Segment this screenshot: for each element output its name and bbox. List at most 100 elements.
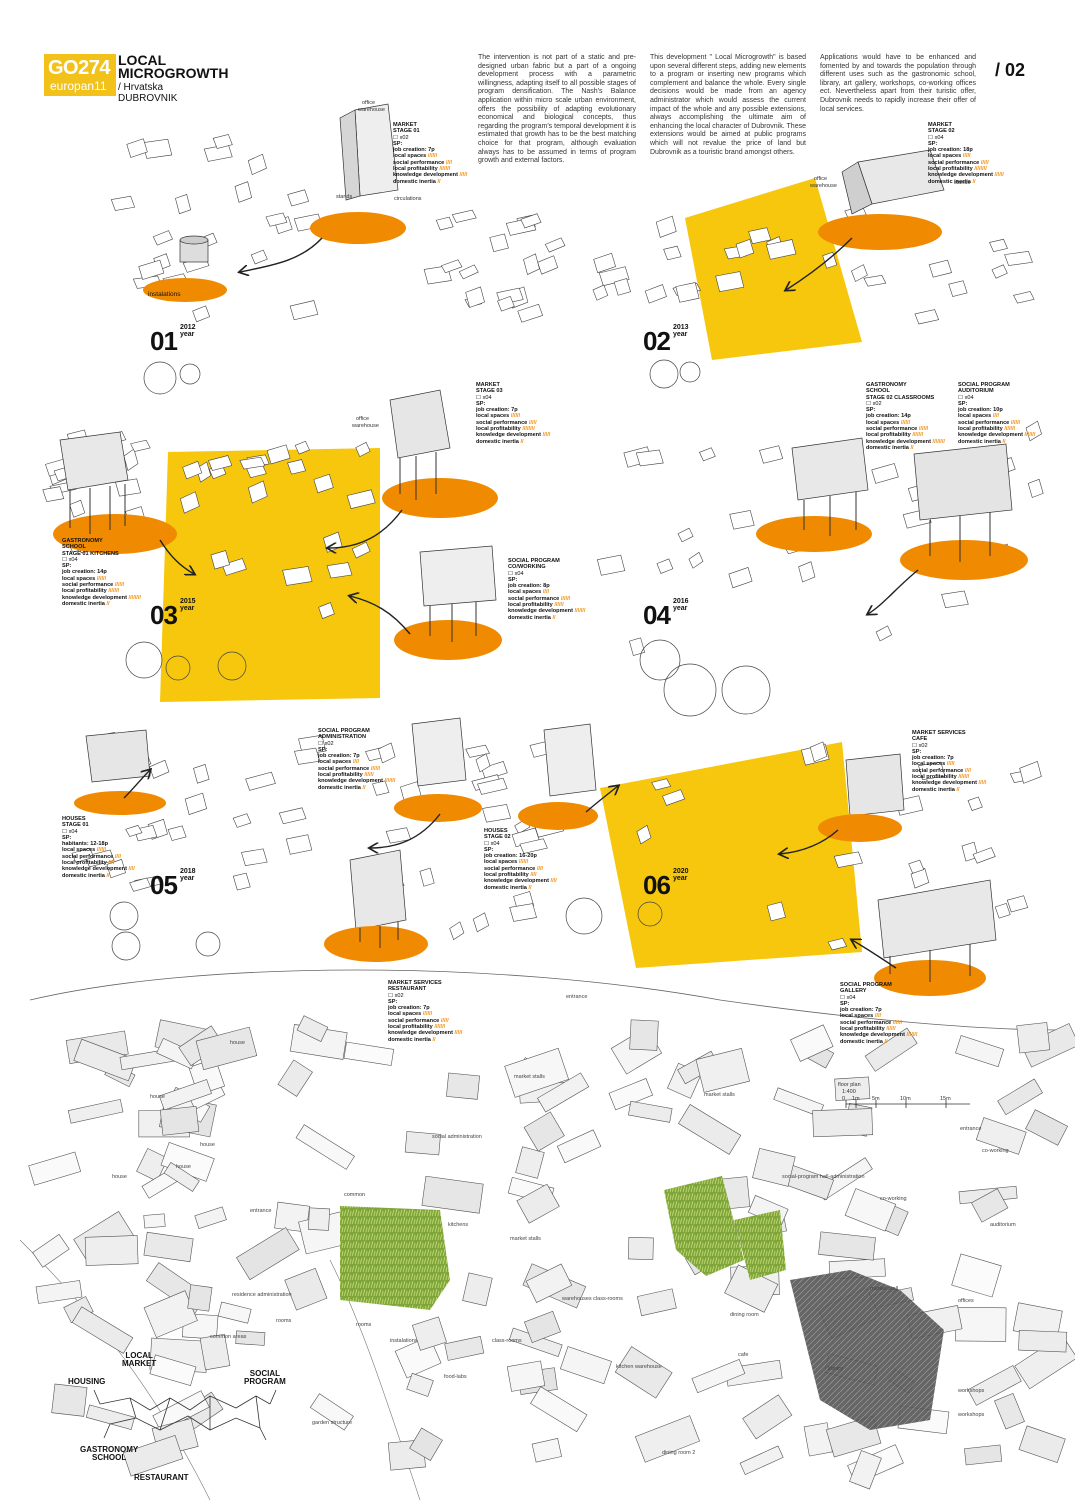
context-block [184, 792, 208, 815]
context-block [1004, 250, 1033, 266]
context-block [326, 562, 353, 579]
context-block [809, 741, 828, 763]
legend-title: AUDITORIUM [958, 388, 994, 395]
context-block [287, 189, 310, 207]
plan-block [308, 1207, 331, 1231]
legend-sp: SP: [476, 400, 486, 407]
svg-text:1m: 1m [852, 1096, 860, 1102]
context-block [715, 271, 745, 292]
legend-title: CO/WORKING [508, 564, 546, 571]
svg-text:0: 0 [842, 1096, 845, 1102]
context-block [914, 309, 940, 325]
legend-title: MARKET [393, 122, 417, 128]
stage-06-site [600, 742, 862, 968]
plan-label: kitchens [448, 1222, 468, 1228]
context-block [748, 227, 772, 245]
plan-block [951, 1253, 1002, 1298]
context-block [688, 551, 704, 569]
plan-label: cafe [738, 1352, 748, 1358]
context-block [84, 849, 115, 868]
plan-block [84, 1235, 139, 1266]
legend-metric: local profitability /////// [912, 774, 970, 781]
legend-metric: social performance //// [484, 865, 544, 872]
context-block [182, 460, 203, 480]
context-block [152, 230, 173, 246]
context-block [318, 602, 335, 619]
project-title: LOCAL MICROGROWTH [118, 52, 229, 81]
legend-sp: SP: [958, 400, 968, 407]
plan-label: rooms [276, 1318, 292, 1324]
plan-label: food-labs [444, 1374, 467, 1380]
gastronomy-01-building [59, 431, 129, 491]
label-circulations: circulations [394, 196, 422, 202]
plan-label: auditorium [990, 1222, 1016, 1228]
context-block [355, 441, 371, 458]
context-block [663, 245, 682, 261]
legend-metric: knowledge development //// [62, 866, 135, 873]
plan-label: residence administration [232, 1292, 292, 1298]
legend-metric: knowledge development /////// [958, 432, 1036, 439]
plan-block [35, 1280, 83, 1304]
plan-block [994, 1392, 1025, 1430]
plan-block [462, 1272, 493, 1307]
legend-title: SCHOOL [866, 388, 890, 395]
legend-sp: SP: [388, 998, 398, 1005]
context-block [520, 213, 542, 229]
context-block [1019, 760, 1042, 784]
social-coworking-building [419, 545, 497, 607]
label-warehouse: warehouse [357, 107, 385, 113]
text-column-3: Applications would have to be enhanced a… [820, 54, 976, 113]
legend-metric: domestic inertia // [928, 178, 976, 185]
plan-label: offices [958, 1298, 974, 1304]
legend-metric: domestic inertia // [866, 444, 914, 451]
orange-bases [53, 212, 1028, 996]
legend-sp: SP: [508, 576, 518, 583]
plan-label: co-working [982, 1148, 1009, 1154]
legend-count: ☐ x04 [484, 840, 500, 847]
svg-text:1:400: 1:400 [842, 1089, 856, 1095]
plan-block [537, 1072, 590, 1113]
context-block [989, 238, 1008, 253]
plan-block [556, 1129, 602, 1164]
context-block [918, 761, 946, 781]
context-block [71, 847, 95, 863]
plan-block [524, 1310, 561, 1344]
plan-label: entrance [960, 1126, 981, 1132]
plan-block [691, 1358, 746, 1394]
context-block [192, 305, 211, 323]
context-block [294, 440, 310, 455]
plan-block [955, 1307, 1007, 1342]
legend-count: ☐ x02 [866, 400, 882, 407]
plan-label: co-working [880, 1196, 907, 1202]
legend-metric: local spaces ////// [476, 413, 521, 420]
context-block [196, 461, 212, 483]
legend-metric: domestic inertia // [393, 178, 441, 185]
plan-label: market stalls [704, 1092, 735, 1098]
context-block [517, 303, 544, 323]
label-warehouse-2: warehouse [809, 183, 837, 189]
context-block [863, 275, 887, 287]
context-block [1013, 291, 1035, 304]
legend-sp: SP: [62, 834, 72, 841]
legend-job: job creation: 16-20p [484, 853, 537, 860]
plan-block [614, 1346, 673, 1399]
plan-label: kitchen warehouse [616, 1364, 662, 1370]
gallery-building [877, 879, 997, 959]
plan-block [515, 1146, 545, 1179]
context-block [765, 239, 797, 260]
plan-block [955, 1035, 1005, 1068]
plan-block [284, 1267, 328, 1311]
restaurant-building [349, 849, 407, 931]
context-block [419, 867, 435, 887]
legend-metric: knowledge development //// [484, 878, 557, 885]
scale-bar [845, 1100, 970, 1108]
plan-label: house [230, 1040, 245, 1046]
legend-metric: local spaces ///// [912, 761, 955, 768]
